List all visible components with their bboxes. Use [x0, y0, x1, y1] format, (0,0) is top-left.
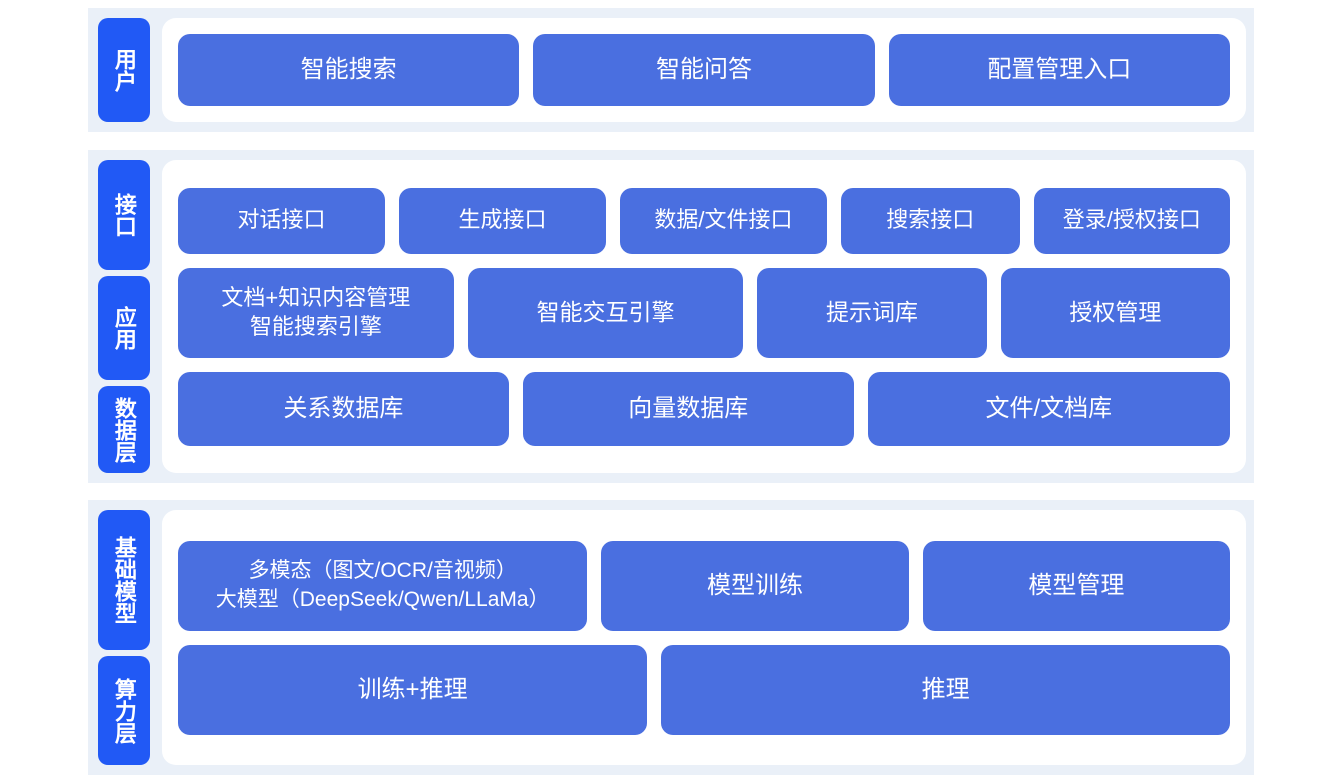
- box-prompt-library[interactable]: 提示词库: [757, 267, 987, 358]
- box-smart-qa[interactable]: 智能问答: [533, 34, 875, 106]
- row-data-layer: 关系数据库 向量数据库 文件/文档库: [178, 371, 1231, 446]
- row-compute-layer: 训练+推理 推理: [178, 644, 1230, 735]
- row-user-capabilities: 智能搜索 智能问答 配置管理入口: [178, 34, 1230, 106]
- box-data-file-interface[interactable]: 数据/文件接口: [619, 187, 827, 254]
- layer-chip-foundation-model[interactable]: 基础模型: [98, 510, 150, 650]
- layer-chip-application[interactable]: 应用: [98, 276, 150, 380]
- layer-chip-compute-layer[interactable]: 算力层: [98, 656, 150, 765]
- row-application: 文档+知识内容管理 智能搜索引擎 智能交互引擎 提示词库 授权管理: [178, 267, 1230, 358]
- layer-panel-base: 基础模型 算力层 多模态（图文/OCR/音视频） 大模型（DeepSeek/Qw…: [88, 500, 1254, 775]
- layer-chip-interface[interactable]: 接口: [98, 160, 150, 270]
- box-relational-database[interactable]: 关系数据库: [178, 371, 509, 446]
- box-document-knowledge-management-search-engine[interactable]: 文档+知识内容管理 智能搜索引擎: [178, 267, 454, 358]
- box-multimodal-large-model[interactable]: 多模态（图文/OCR/音视频） 大模型（DeepSeek/Qwen/LLaMa）: [178, 540, 588, 631]
- box-inference[interactable]: 推理: [661, 644, 1230, 735]
- box-intelligent-interaction-engine[interactable]: 智能交互引擎: [467, 267, 744, 358]
- box-file-document-repository[interactable]: 文件/文档库: [867, 371, 1231, 446]
- box-smart-search[interactable]: 智能搜索: [178, 34, 520, 106]
- row-interface: 对话接口 生成接口 数据/文件接口 搜索接口 登录/授权接口: [178, 187, 1231, 254]
- box-generation-interface[interactable]: 生成接口: [398, 187, 606, 254]
- layer-card-middle: 对话接口 生成接口 数据/文件接口 搜索接口 登录/授权接口 文档+知识内容管理…: [162, 160, 1246, 473]
- layer-panel-user: 用户 智能搜索 智能问答 配置管理入口: [88, 8, 1254, 132]
- layer-label-column-user: 用户: [98, 18, 150, 122]
- row-foundation-model: 多模态（图文/OCR/音视频） 大模型（DeepSeek/Qwen/LLaMa）…: [178, 540, 1230, 631]
- box-authorization-management[interactable]: 授权管理: [1000, 267, 1230, 358]
- layer-label-column-base: 基础模型 算力层: [98, 510, 150, 765]
- layer-label-column-middle: 接口 应用 数据层: [98, 160, 150, 473]
- layer-chip-data-layer[interactable]: 数据层: [98, 386, 150, 473]
- layer-panel-middle: 接口 应用 数据层 对话接口 生成接口 数据/文件接口 搜索接口 登录/授权接口…: [88, 150, 1254, 483]
- layer-card-user: 智能搜索 智能问答 配置管理入口: [162, 18, 1246, 122]
- box-vector-database[interactable]: 向量数据库: [522, 371, 854, 446]
- layer-card-base: 多模态（图文/OCR/音视频） 大模型（DeepSeek/Qwen/LLaMa）…: [162, 510, 1246, 765]
- box-dialog-interface[interactable]: 对话接口: [178, 187, 385, 254]
- box-search-interface[interactable]: 搜索接口: [840, 187, 1020, 254]
- box-config-management-entry[interactable]: 配置管理入口: [888, 34, 1230, 106]
- box-training-plus-inference[interactable]: 训练+推理: [178, 644, 648, 735]
- box-model-training[interactable]: 模型训练: [601, 540, 909, 631]
- box-model-management[interactable]: 模型管理: [922, 540, 1230, 631]
- layer-chip-user[interactable]: 用户: [98, 18, 150, 122]
- box-login-authorization-interface[interactable]: 登录/授权接口: [1033, 187, 1231, 254]
